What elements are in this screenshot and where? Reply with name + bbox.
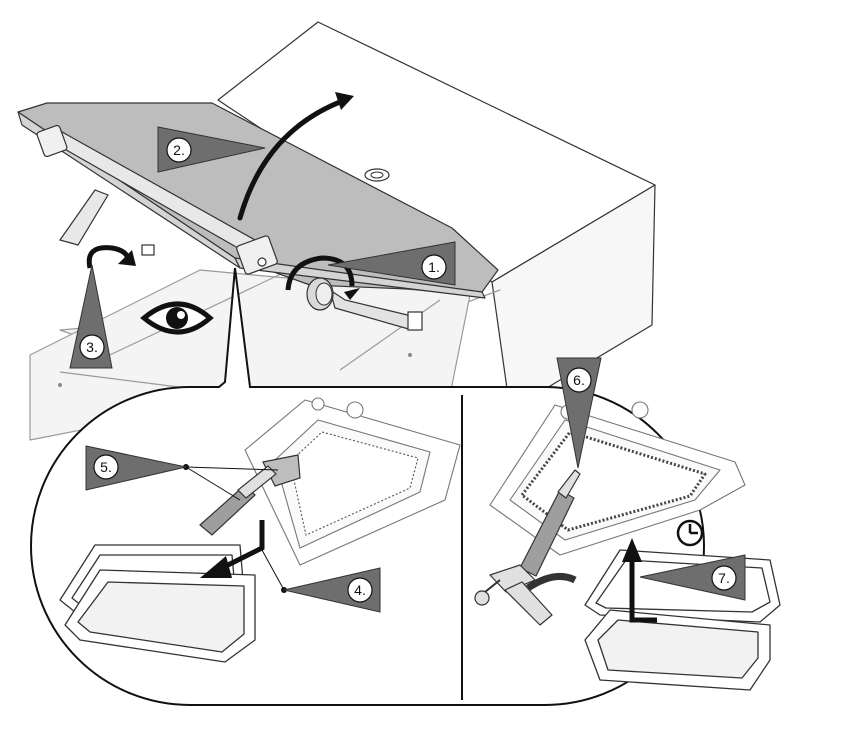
step-pointer-5: 5. (85, 445, 279, 501)
caulking-gun (474, 469, 581, 626)
step-pointer-3: 3. (69, 264, 113, 369)
step-label-7: 7. (718, 570, 730, 586)
step-label-3: 3. (86, 339, 98, 355)
lift-lid-arrow (237, 97, 348, 221)
step-label-5: 5. (100, 459, 112, 475)
flip-latch-arrow (86, 245, 131, 269)
press-seal-arrow (629, 560, 657, 623)
step-pointer-1: 1. (327, 241, 456, 286)
rotate-knob-arrow (285, 255, 355, 291)
step-pointer-7: 7. (639, 554, 746, 601)
hinge-strut (59, 189, 109, 246)
opened-lid (17, 102, 499, 299)
removed-seal (59, 544, 256, 663)
scraper-tool (199, 454, 301, 536)
eye-icon (140, 301, 214, 335)
step-pointer-6: 6. (556, 357, 602, 469)
latch (141, 244, 155, 256)
step-label-2: 2. (173, 142, 185, 158)
step-label-6: 6. (573, 372, 585, 388)
step-pointer-2: 2. (157, 126, 266, 173)
step-pointer-4: 4. (261, 549, 381, 613)
lid-underside-left (244, 397, 461, 566)
step-label-4: 4. (354, 582, 366, 598)
remove-seal-arrow (220, 520, 265, 571)
step-label-1: 1. (428, 259, 440, 275)
clock-icon (676, 519, 704, 547)
